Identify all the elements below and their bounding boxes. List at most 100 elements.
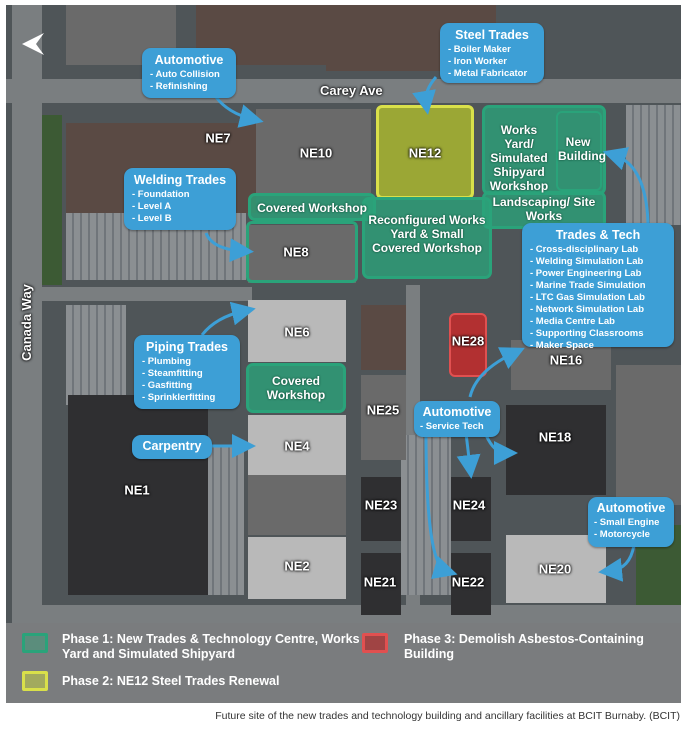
callout-title: Automotive — [422, 405, 492, 419]
phase1-swatch — [22, 633, 48, 653]
callout-item: - Sprinklerfitting — [142, 392, 216, 403]
callout-piping-trades[interactable]: Piping Trades - Plumbing - Steamfitting … — [134, 335, 240, 409]
building-label-ne25: NE25 — [366, 402, 400, 418]
arrow-auto-top — [214, 96, 264, 128]
north-arrow-icon — [22, 33, 44, 55]
callout-title: Automotive — [596, 501, 666, 515]
arrow-steel — [412, 76, 438, 115]
building-label-ne20: NE20 — [538, 561, 572, 577]
arrow-auto-small — [598, 544, 636, 582]
building-roof-ne8 — [248, 225, 356, 283]
building-label-ne2: NE2 — [284, 558, 310, 574]
callout-title: Steel Trades — [455, 28, 529, 42]
callout-title: Automotive — [154, 53, 224, 67]
building-roof-ne10 — [256, 109, 371, 193]
parking-lot — [626, 105, 681, 225]
building-label-ne18: NE18 — [538, 429, 572, 445]
building-roof-ne2 — [248, 537, 346, 599]
landscaping-label: Landscaping/ Site Works — [492, 195, 596, 223]
callout-carpentry[interactable]: Carpentry — [132, 435, 212, 459]
callout-item: - Auto Collision — [150, 69, 220, 80]
building-label-ne8: NE8 — [283, 244, 309, 260]
callout-automotive-service[interactable]: Automotive - Service Tech — [414, 401, 500, 437]
callout-item: - Service Tech — [420, 421, 484, 432]
arrow-piping — [200, 301, 256, 336]
callout-title: Welding Trades — [133, 173, 227, 187]
building-roof-ne25 — [361, 375, 406, 460]
callout-automotive-small-engine[interactable]: Automotive - Small Engine - Motorcycle — [588, 497, 674, 547]
building-roof-ne24 — [451, 477, 491, 541]
parking-lot — [66, 305, 126, 405]
callout-item: - Marine Trade Simulation — [530, 280, 646, 291]
campus-road — [42, 287, 252, 301]
building-label-ne4: NE4 — [284, 438, 310, 454]
phase1-covered-workshop-top[interactable] — [248, 193, 376, 221]
building-label-ne24: NE24 — [452, 497, 486, 513]
phase1-covered-workshop-mid[interactable] — [246, 363, 346, 413]
caption: Future site of the new trades and techno… — [215, 710, 680, 722]
callout-item: - Network Simulation Lab — [530, 304, 645, 315]
callout-item: - Motorcycle — [594, 529, 650, 540]
callout-item: - Metal Fabricator — [448, 68, 528, 79]
callout-item: - Level A — [132, 201, 172, 212]
covered-workshop-top-label: Covered Workshop — [257, 201, 367, 215]
carey-ave-label: Carey Ave — [320, 83, 383, 98]
callout-arrows — [200, 76, 650, 582]
building-roof-misc — [361, 305, 406, 370]
arrow-service-ne22 — [424, 432, 458, 580]
legend: Phase 1: New Trades & Technology Centre,… — [6, 623, 681, 703]
building-roof-ne23 — [361, 477, 401, 541]
building-roof-ne18 — [506, 405, 606, 495]
callout-item: - Refinishing — [150, 81, 208, 92]
phase1-works-yard-area[interactable] — [482, 105, 606, 195]
building-roof-ne21 — [361, 553, 401, 615]
building-roof-ne3 — [248, 475, 346, 535]
callout-item: - Supporting Classrooms — [530, 328, 644, 339]
callout-title: Trades & Tech — [555, 228, 641, 242]
phase3-ne28-area[interactable] — [449, 313, 487, 377]
parking-lot — [206, 445, 244, 595]
callout-item: - Gasfitting — [142, 380, 193, 391]
green-area — [42, 115, 62, 285]
phase3-swatch — [362, 633, 388, 653]
works-yard-label: Works Yard/ Simulated Shipyard Workshop — [489, 123, 549, 193]
callout-item: - Welding Simulation Lab — [530, 256, 644, 267]
building-label-ne1: NE1 — [124, 482, 150, 498]
covered-workshop-mid-label: Covered Workshop — [266, 374, 326, 402]
arrow-tech-top — [602, 147, 650, 224]
callout-item: - Foundation — [132, 189, 190, 200]
callout-item: - Plumbing — [142, 356, 192, 367]
building-label-ne6: NE6 — [284, 324, 310, 340]
building-roof-ne20 — [506, 535, 606, 603]
callout-item: - Cross-disciplinary Lab — [530, 244, 639, 255]
phase1-legend-text: Phase 1: New Trades & Technology Centre,… — [62, 632, 360, 661]
building-label-ne10: NE10 — [299, 145, 333, 161]
reconfigured-yard-label: Reconfigured Works Yard & Small Covered … — [368, 213, 486, 255]
building-label-ne21: NE21 — [363, 574, 397, 590]
canada-way-road — [12, 5, 42, 623]
phase2-legend-text: Phase 2: NE12 Steel Trades Renewal — [62, 674, 280, 688]
callout-item: - Boiler Maker — [448, 44, 511, 55]
arrow-service-ne28 — [468, 347, 525, 398]
callout-title: Carpentry — [142, 439, 202, 453]
building-label-ne16: NE16 — [549, 352, 583, 368]
campus-map: Covered Workshop Reconfigured Works Yard… — [6, 5, 681, 623]
carey-ave-road — [6, 79, 681, 103]
callout-item: - Maker Space — [530, 340, 594, 351]
building-roof-ne16 — [511, 340, 611, 390]
callout-welding-trades[interactable]: Welding Trades - Foundation - Level A - … — [124, 168, 236, 230]
callout-item: - Media Centre Lab — [530, 316, 615, 327]
arrow-welding — [204, 232, 254, 263]
building-label-ne7: NE7 — [205, 130, 231, 146]
callout-trades-tech[interactable]: Trades & Tech - Cross-disciplinary Lab -… — [522, 223, 674, 351]
building-roof-ne4 — [248, 415, 346, 475]
new-building-label: New Building — [558, 135, 606, 163]
callout-steel-trades[interactable]: Steel Trades - Boiler Maker - Iron Worke… — [440, 23, 544, 83]
arrow-service-ne18 — [484, 434, 518, 465]
callout-item: - Level B — [132, 213, 172, 224]
building-label-ne12: NE12 — [408, 145, 442, 161]
callout-automotive-collision[interactable]: Automotive - Auto Collision - Refinishin… — [142, 48, 236, 98]
phase1-reconfigured-yard[interactable] — [362, 197, 492, 279]
phase2-swatch — [22, 671, 48, 691]
building-roof-ne22 — [451, 553, 491, 615]
